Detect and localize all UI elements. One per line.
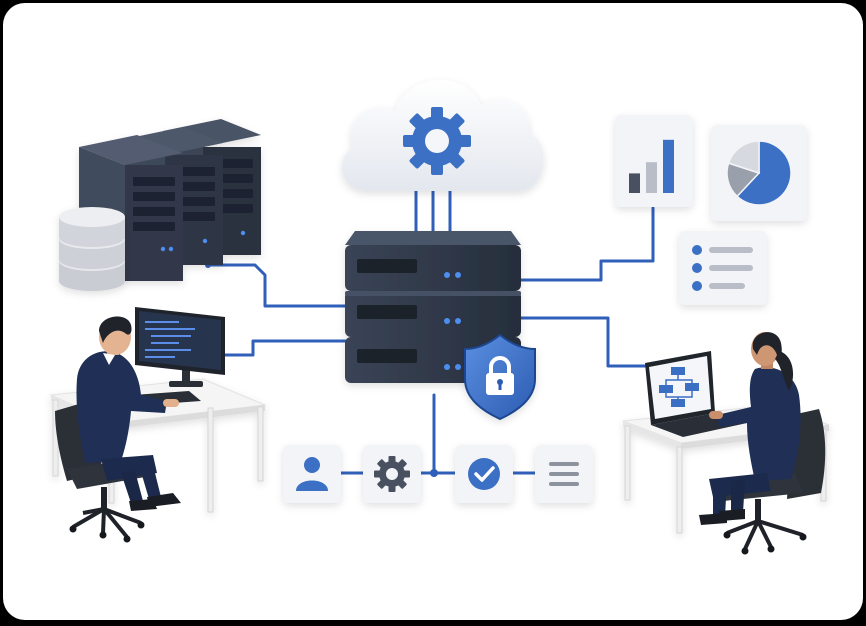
left-person-avatar — [76, 316, 181, 511]
check-tile — [455, 445, 513, 503]
bar-chart-card — [615, 115, 693, 207]
connector-desk-hub — [196, 339, 347, 357]
bar-chart-bar — [663, 139, 674, 193]
right-workstation — [622, 332, 830, 555]
bottom-icon-row — [283, 445, 593, 503]
right-person-avatar — [699, 332, 801, 525]
check-icon — [468, 458, 500, 490]
server-unit-1 — [345, 231, 521, 291]
lock-icon — [486, 356, 514, 395]
menu-tile — [535, 445, 593, 503]
security-shield — [464, 333, 536, 421]
server-rack-group — [79, 119, 261, 281]
menu-lines-icon — [549, 462, 579, 486]
pie-chart-slice — [736, 140, 792, 206]
cloud-service-node — [341, 80, 544, 191]
user-icon — [296, 457, 328, 491]
connector-junction-dot — [430, 469, 438, 477]
list-icon — [692, 245, 753, 291]
pie-chart-icon — [726, 140, 792, 206]
left-monitor — [135, 307, 225, 387]
diagram-canvas — [49, 80, 830, 555]
left-workstation — [49, 307, 267, 543]
database-icon — [59, 207, 125, 291]
network-infrastructure-illustration — [3, 3, 863, 620]
connector-hub-laptop — [516, 316, 650, 368]
flowchart-graphic — [659, 367, 699, 407]
user-tile — [283, 445, 341, 503]
connector-hub-charts — [516, 206, 655, 282]
bar-chart-icon — [629, 139, 674, 193]
connector-rack-hub — [206, 263, 347, 308]
bar-chart-bar — [629, 173, 640, 193]
gear-icon — [403, 107, 471, 175]
gear-icon — [374, 456, 410, 492]
pie-chart-slice — [727, 140, 760, 175]
bar-chart-bar — [646, 162, 657, 193]
pie-chart-card — [711, 125, 807, 221]
settings-tile — [363, 445, 421, 503]
code-lines-graphic — [145, 321, 195, 358]
right-laptop — [645, 351, 747, 437]
server-unit-2 — [345, 291, 521, 337]
list-card — [679, 231, 767, 305]
